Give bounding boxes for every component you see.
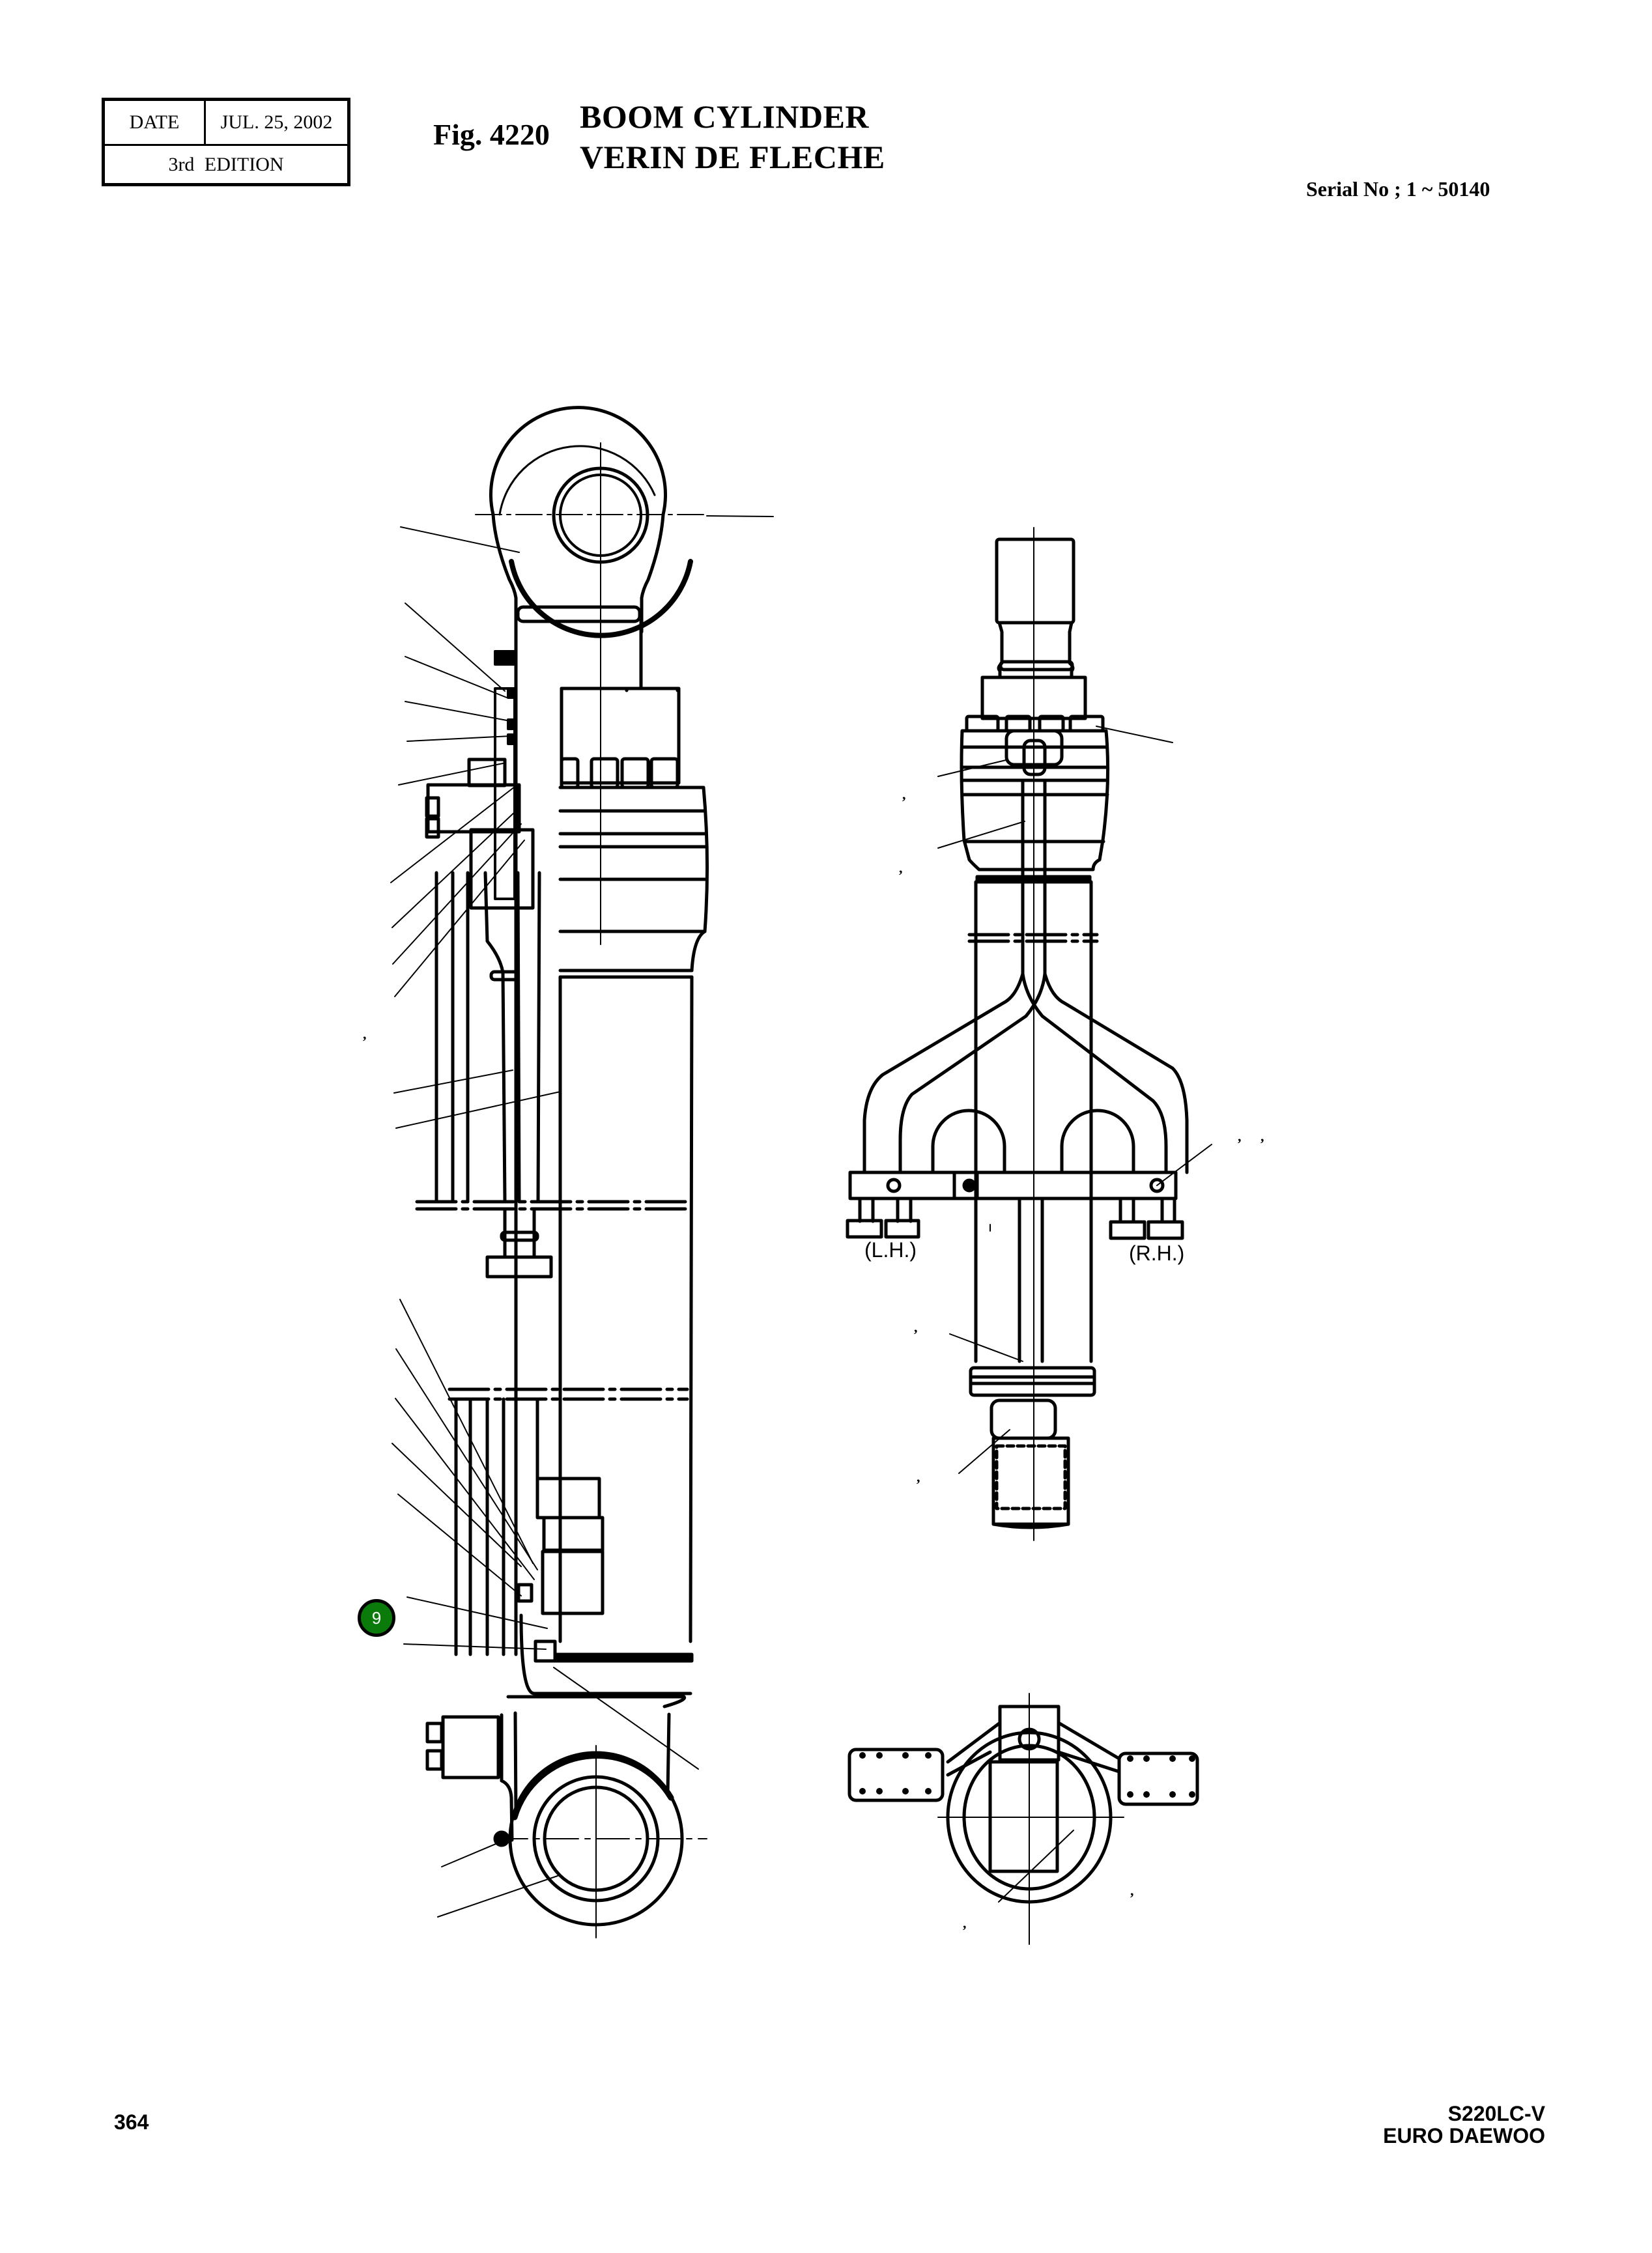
left-hand-label: (L.H.): [864, 1238, 917, 1262]
leader-mark: ,: [917, 1469, 920, 1485]
main-cylinder-side-view: [415, 406, 774, 1938]
leader-mark: ,: [963, 1915, 967, 1931]
title-english: BOOM CYLINDER: [580, 98, 870, 135]
edition-label: 3rd EDITION: [168, 153, 284, 175]
date-label: DATE: [105, 101, 206, 144]
page-number: 364: [114, 2110, 149, 2134]
leader-mark: ,: [902, 786, 906, 802]
leader-lines-front: [937, 726, 1212, 1474]
leader-mark: ,: [914, 1319, 918, 1335]
title-french: VERIN DE FLECHE: [580, 139, 885, 175]
serial-range: Serial No ; 1 ~ 50140: [1306, 177, 1490, 201]
callout-marker-9[interactable]: 9: [358, 1599, 395, 1637]
leader-mark: ,: [363, 1026, 367, 1042]
leader-mark: ,: [899, 860, 903, 876]
leader-mark: ,: [1238, 1128, 1242, 1144]
cylinder-front-view: (L.H.) (R.H.): [846, 527, 1189, 1541]
leader-lines-main: [390, 526, 699, 1918]
model-brand-block: S220LC-V EURO DAEWOO: [1383, 2103, 1545, 2147]
date-edition-box: DATE JUL. 25, 2002 3rd EDITION: [102, 98, 350, 186]
cylinder-end-view: [847, 1693, 1199, 1945]
model-name: S220LC-V: [1447, 2102, 1545, 2125]
date-value: JUL. 25, 2002: [220, 111, 333, 133]
leader-mark: ,: [1260, 1128, 1264, 1144]
brand-name: EURO DAEWOO: [1383, 2124, 1545, 2147]
date-row: DATE JUL. 25, 2002: [105, 101, 347, 146]
right-hand-label: (R.H.): [1129, 1241, 1184, 1265]
leader-mark: ,: [1130, 1882, 1134, 1899]
figure-number: Fig. 4220: [433, 118, 550, 151]
